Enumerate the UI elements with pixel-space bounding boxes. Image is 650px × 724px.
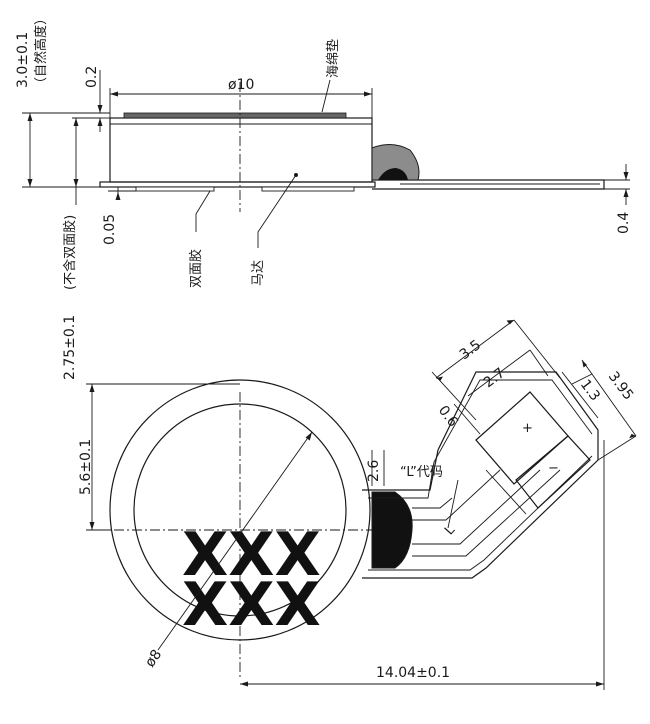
motor-height-note: (不含双面胶): [62, 215, 78, 290]
adhesive-strip-left: [135, 186, 215, 192]
solder-width-label: 2.6: [366, 460, 382, 482]
adhesive-label: 双面胶: [188, 249, 204, 288]
marking-bottom: XXX: [182, 570, 321, 640]
foam-thickness-label: 0.2: [84, 66, 100, 88]
solder-blob-side: [371, 144, 420, 181]
fpc-thickness-label: 0.4: [616, 212, 632, 234]
side-view: ø10 海绵垫 3.0±0.1 （自然高度） 0.2 2.75±0.1 (不含双…: [15, 12, 632, 380]
foam-label: 海绵垫: [325, 39, 341, 78]
height-dim-label: 5.6±0.1: [78, 439, 94, 495]
fpc-outline: [362, 371, 599, 579]
pad-offset-label: 1.3: [577, 377, 603, 404]
top-view: + − L XXX XXX 5.6±0.1 ø8 14.04±0.1 2.6 “…: [78, 319, 637, 690]
diameter-label: ø10: [228, 77, 254, 93]
inner-diameter-label: ø8: [142, 647, 165, 670]
total-height-label: 3.0±0.1: [15, 32, 31, 88]
motor-body: [109, 117, 373, 183]
marking-top: XXX: [182, 520, 321, 590]
minus-sign: −: [548, 461, 559, 476]
total-height-note: （自然高度）: [33, 12, 49, 90]
adhesive-gap-label: 0.05: [102, 214, 118, 245]
l-code-label: “L”代码: [400, 465, 443, 480]
foam-pad: [123, 112, 347, 119]
base-plate: [99, 181, 376, 188]
length-dim-label: 14.04±0.1: [376, 665, 450, 681]
solder-blob-top: [371, 491, 413, 569]
adhesive-strip-right: [261, 186, 355, 192]
motor-height-label: 2.75±0.1: [62, 315, 78, 380]
plus-sign: +: [522, 421, 533, 436]
l-mark: L: [442, 522, 459, 538]
fpc-strip-side: [372, 179, 605, 190]
motor-label: 马达: [251, 260, 266, 286]
